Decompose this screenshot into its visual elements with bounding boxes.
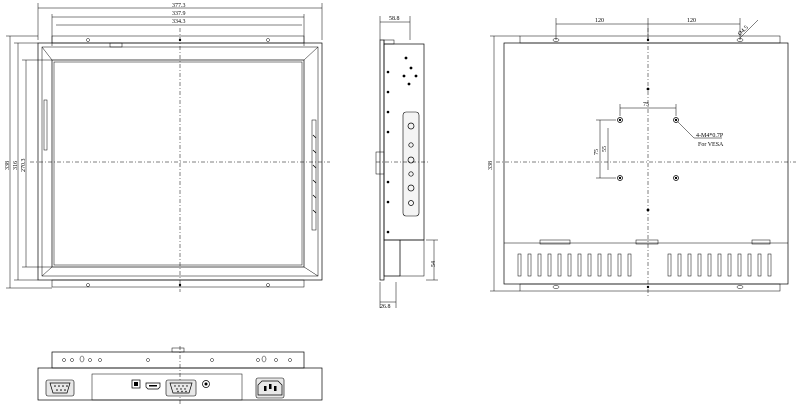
db9-port-icon	[45, 379, 75, 397]
front-view: 377.3 337.9 334.3	[5, 3, 330, 292]
rear-vesa-horizontal: 75	[643, 102, 649, 108]
vesa-holes	[617, 87, 679, 212]
rear-vesa-vertical-outer: 75	[594, 149, 600, 155]
side-view: 58.8 54 26.	[375, 16, 438, 310]
rear-vents	[517, 253, 772, 277]
rear-vesa-vertical-inner: 55	[602, 146, 608, 152]
hdmi-port-icon	[145, 382, 161, 390]
vga-port-icon	[165, 379, 197, 397]
ac-inlet-icon	[255, 377, 285, 399]
rear-hole-spacing-right: 120	[687, 18, 696, 24]
side-bracket-depth: 26.8	[380, 304, 391, 310]
front-height-bezel: 316	[13, 161, 19, 170]
audio-jack-icon	[202, 380, 210, 388]
front-width-outer: 377.3	[172, 3, 186, 9]
rear-view: 120 120 Ø4.5	[488, 18, 796, 296]
front-height-outer: 338	[5, 161, 11, 170]
bottom-view	[37, 346, 323, 404]
rear-vesa-note-line1: 4-M4*0.7P	[696, 133, 724, 139]
side-depth: 58.8	[389, 16, 400, 22]
dc-jack-icon	[131, 379, 141, 389]
rear-hole-spacing-left: 120	[595, 18, 604, 24]
rear-hole-diameter: Ø4.5	[737, 25, 750, 38]
rear-height: 338	[488, 161, 494, 170]
side-bracket-height: 54	[431, 261, 437, 267]
front-width-active: 334.3	[172, 19, 186, 25]
front-width-bezel: 337.9	[172, 11, 186, 17]
front-height-active: 270.3	[21, 159, 27, 173]
rear-vesa-note-line2: For VESA	[698, 142, 724, 148]
